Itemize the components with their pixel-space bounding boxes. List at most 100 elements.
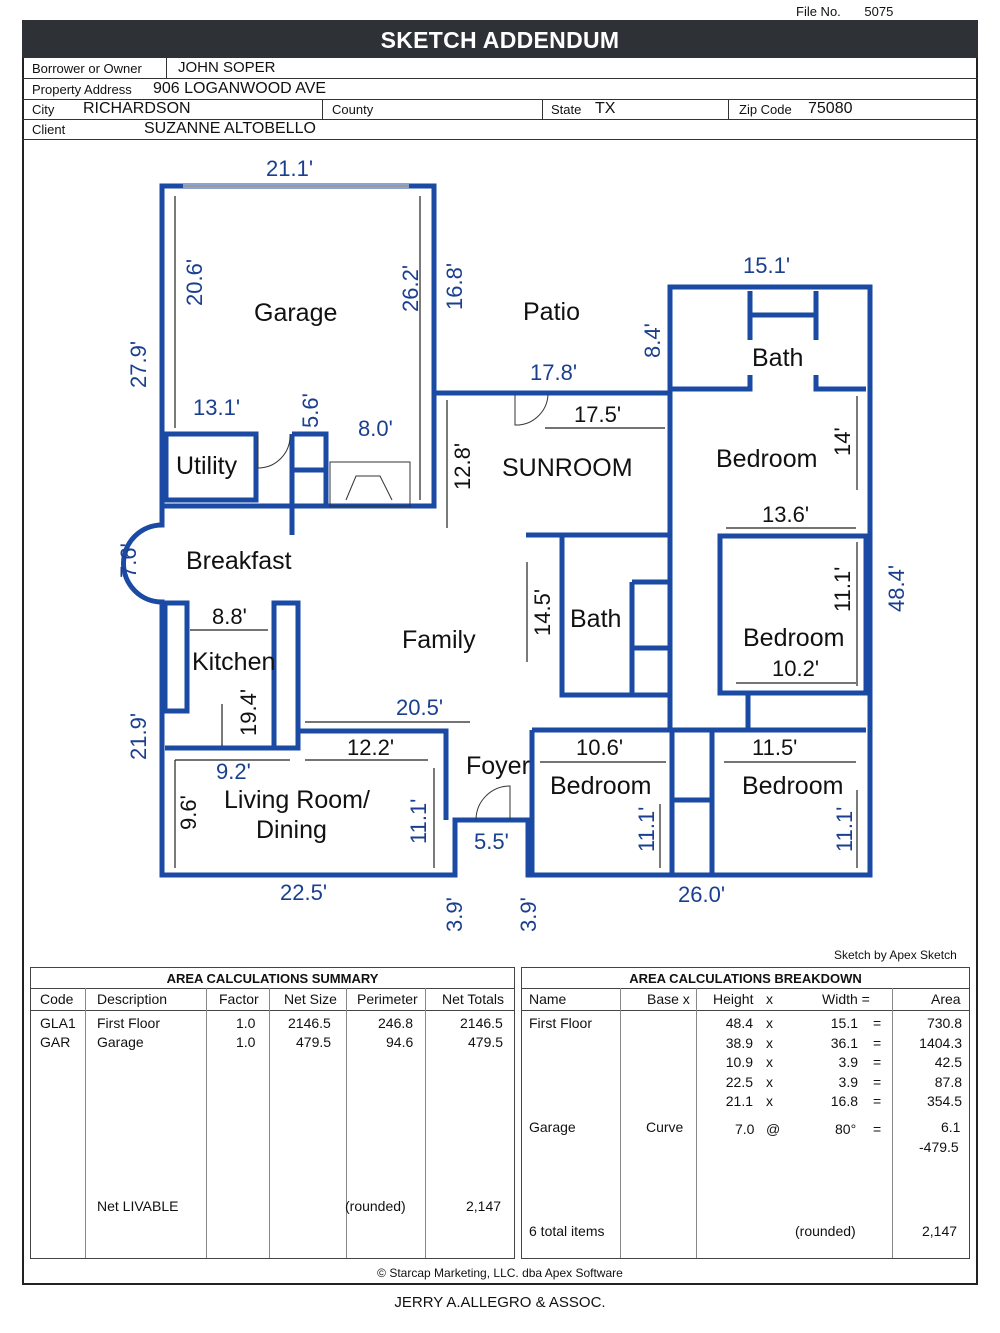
row2-code: GAR bbox=[40, 1034, 71, 1050]
breakdown-title: AREA CALCULATIONS BREAKDOWN bbox=[522, 968, 969, 989]
dim-8-0: 8.0' bbox=[358, 416, 393, 441]
summary-title: AREA CALCULATIONS SUMMARY bbox=[31, 968, 514, 989]
dim-17-8: 17.8' bbox=[530, 360, 577, 385]
room-kitchen: Kitchen bbox=[192, 648, 275, 676]
client-label: Client bbox=[32, 122, 66, 137]
zip-label: Zip Code bbox=[739, 102, 792, 117]
breakdown-row-4-width: 3.9 bbox=[838, 1073, 858, 1090]
dim-20-6: 20.6' bbox=[182, 259, 207, 306]
breakdown-garage-area: -479.5 bbox=[919, 1139, 959, 1155]
room-family: Family bbox=[402, 626, 476, 654]
breakdown-row-3-area: 42.5 bbox=[934, 1054, 962, 1070]
area-breakdown-box: AREA CALCULATIONS BREAKDOWN Name Base x … bbox=[521, 967, 970, 1259]
room-bedroom1: Bedroom bbox=[716, 445, 817, 473]
breakdown-row-3-x: x bbox=[766, 1054, 773, 1070]
breakdown-row-5-eq: = bbox=[873, 1093, 882, 1109]
file-no-label: File No. bbox=[796, 4, 841, 19]
dim-3-9-b: 3.9' bbox=[516, 897, 541, 932]
zip-value: 75080 bbox=[808, 100, 853, 117]
utility-wall bbox=[163, 431, 259, 503]
dim-8-4: 8.4' bbox=[640, 323, 665, 358]
client-row: Client SUZANNE ALTOBELLO bbox=[22, 119, 978, 140]
copyright: © Starcap Marketing, LLC. dba Apex Softw… bbox=[377, 1266, 623, 1280]
net-livable-total: 2,147 bbox=[466, 1198, 502, 1214]
area-summary-box: AREA CALCULATIONS SUMMARY Code Descripti… bbox=[30, 967, 515, 1259]
dim-26-0: 26.0' bbox=[678, 882, 725, 907]
dim-14: 14' bbox=[830, 427, 855, 456]
borrower-label: Borrower or Owner bbox=[32, 61, 142, 76]
dim-5-6: 5.6' bbox=[298, 393, 323, 428]
summary-col-factor: Factor bbox=[219, 991, 259, 1007]
room-dining: Dining bbox=[256, 816, 327, 844]
breakdown-row-5-x: x bbox=[766, 1093, 773, 1109]
kitchen-counter-right bbox=[271, 600, 301, 751]
breakdown-col-name: Name bbox=[529, 991, 567, 1007]
dim-9-2: 9.2' bbox=[216, 759, 251, 784]
fireplace-hearth bbox=[345, 475, 393, 501]
address-row: Property Address 906 LOGANWOOD AVE bbox=[22, 79, 978, 100]
dim-14-5: 14.5' bbox=[530, 589, 555, 636]
breakdown-row-3-height: 10.9 bbox=[725, 1054, 753, 1070]
row1-perimeter: 246.8 bbox=[378, 1015, 414, 1031]
dimension-labels: 21.1' 20.6' 26.2' 16.8' 27.9' 13.1' 5.6'… bbox=[116, 156, 909, 932]
dim-11-5: 11.5' bbox=[752, 735, 797, 760]
breakdown-row-4-x: x bbox=[766, 1073, 773, 1090]
dim-9-6: 9.6' bbox=[176, 795, 201, 830]
foyer-door-swing bbox=[475, 785, 511, 821]
room-foyer: Foyer bbox=[466, 752, 530, 780]
breakdown-header-row: Name Base x Height x Width = Area bbox=[522, 988, 969, 1011]
dim-8-8: 8.8' bbox=[212, 604, 247, 629]
page-title: SKETCH ADDENDUM bbox=[22, 20, 978, 58]
dim-20-5: 20.5' bbox=[396, 695, 443, 720]
dim-21-1: 21.1' bbox=[266, 156, 313, 181]
breakdown-curve-eq: = bbox=[873, 1121, 882, 1137]
room-labels: Garage Patio Bath Bedroom Utility SUNROO… bbox=[176, 298, 844, 844]
dim-12-8: 12.8' bbox=[450, 443, 475, 490]
city-value: RICHARDSON bbox=[83, 100, 191, 117]
summary-rounded-label: (rounded) bbox=[345, 1198, 406, 1214]
breakdown-row-5-height: 21.1 bbox=[725, 1093, 753, 1109]
breakdown-row-1-eq: = bbox=[873, 1015, 882, 1031]
summary-header-row: Code Description Factor Net Size Perimet… bbox=[31, 988, 514, 1011]
breakdown-curve-height: 7.0 bbox=[735, 1121, 755, 1137]
summary-col-perimeter: Perimeter bbox=[357, 991, 418, 1007]
dim-13-6: 13.6' bbox=[762, 502, 809, 527]
breakdown-row-2-height: 38.9 bbox=[725, 1034, 753, 1051]
floor-plan-sketch: Garage Patio Bath Bedroom Utility SUNROO… bbox=[116, 156, 909, 932]
plan-walls bbox=[121, 183, 873, 878]
net-livable-label: Net LIVABLE bbox=[97, 1198, 179, 1214]
row2-netsize: 479.5 bbox=[296, 1034, 332, 1050]
row1-nettotal: 2146.5 bbox=[460, 1015, 503, 1031]
row1-factor: 1.0 bbox=[236, 1015, 256, 1031]
breakdown-row-5-area: 354.5 bbox=[926, 1093, 962, 1109]
dim-12-2: 12.2' bbox=[347, 735, 394, 760]
room-utility: Utility bbox=[176, 452, 238, 480]
state-label: State bbox=[551, 102, 582, 117]
summary-col-description: Description bbox=[97, 991, 168, 1007]
dim-13-1: 13.1' bbox=[193, 395, 240, 420]
breakdown-curve-area: 6.1 bbox=[941, 1119, 961, 1135]
house-outline bbox=[121, 284, 873, 878]
row2-desc: Garage bbox=[97, 1034, 144, 1050]
breakdown-total-items: 6 total items bbox=[529, 1223, 605, 1239]
bath2-wall bbox=[526, 393, 673, 730]
breakdown-row-2-area: 1404.3 bbox=[919, 1034, 962, 1051]
breakdown-col-height: Height bbox=[713, 991, 754, 1007]
living-wall bbox=[165, 728, 449, 820]
county-label: County bbox=[332, 102, 374, 117]
fixtures bbox=[183, 184, 549, 821]
patio-door-swing bbox=[514, 394, 549, 426]
breakdown-curve: Curve bbox=[646, 1119, 684, 1135]
breakdown-col-base: Base x bbox=[647, 991, 690, 1007]
borrower-value: JOHN SOPER bbox=[178, 59, 276, 76]
row1-netsize: 2146.5 bbox=[288, 1015, 331, 1031]
dim-10-6: 10.6' bbox=[576, 735, 623, 760]
dim-11-1-c: 11.1' bbox=[634, 807, 659, 852]
dim-7-6: 7.6' bbox=[116, 543, 141, 578]
dim-11-1-a: 11.1' bbox=[830, 567, 855, 612]
breakdown-row-1-width: 15.1 bbox=[830, 1015, 858, 1031]
bath1-wall bbox=[670, 291, 866, 392]
breakdown-row-1-height: 48.4 bbox=[725, 1015, 753, 1031]
dim-26-2: 26.2' bbox=[398, 265, 423, 312]
dim-11-1-d: 11.1' bbox=[832, 807, 857, 852]
